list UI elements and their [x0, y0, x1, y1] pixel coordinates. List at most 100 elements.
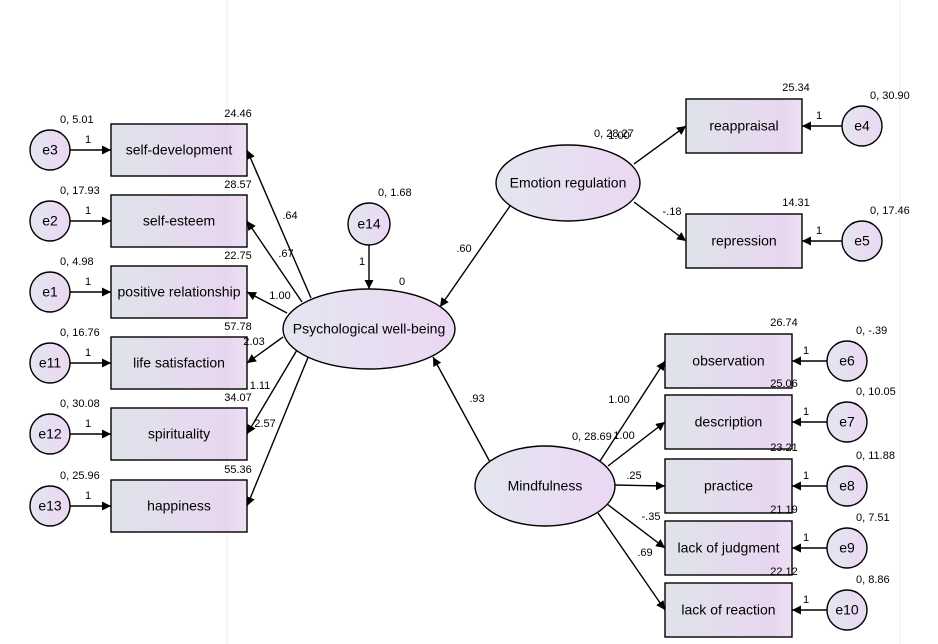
indicator-observation-label: observation: [692, 353, 764, 369]
path-pwb-to-positive-relationship: [246, 291, 288, 314]
indicator-repression-label: repression: [711, 233, 776, 249]
e2-path-weight: 1: [85, 205, 91, 217]
path-mf-to-pwb: [432, 356, 491, 463]
latent-mindfulness-label: Mindfulness: [508, 478, 583, 494]
error-e5-label: e5: [854, 233, 870, 249]
self-development-intercept: 24.46: [224, 108, 252, 120]
e13-variance: 0, 25.96: [60, 470, 100, 482]
indicator-practice-label: practice: [704, 478, 753, 494]
latent-emotion-regulation: [495, 144, 641, 222]
path-pwb-to-life-satisfaction: [246, 336, 284, 364]
indicator-positive-relationship: [110, 265, 248, 319]
error-e14: [347, 202, 391, 246]
e3-path-weight: 1: [85, 134, 91, 146]
error-e4-label: e4: [854, 118, 870, 134]
description-loading: 1.00: [613, 430, 634, 442]
indicator-description: [664, 394, 793, 450]
path-pwb-to-spirituality: [246, 349, 298, 435]
error-e2-label: e2: [42, 213, 58, 229]
e5-variance: 0, 17.46: [870, 205, 910, 217]
indicator-life-satisfaction-label: life satisfaction: [133, 355, 225, 371]
path-pwb-to-self-development: [246, 149, 312, 299]
latent-mindfulness: [474, 445, 616, 527]
path-mf-to-lack-of-reaction: [597, 512, 666, 611]
observation-loading: 1.00: [608, 394, 629, 406]
error-e6-label: e6: [839, 353, 855, 369]
self-esteem-loading: .67: [278, 248, 293, 260]
e8-path-weight: 1: [803, 470, 809, 482]
error-e13: [29, 485, 71, 527]
path-mf-to-observation: [599, 360, 666, 462]
indicator-happiness-label: happiness: [147, 498, 211, 514]
lack-of-reaction-loading: .69: [637, 547, 652, 559]
diagram-shapes: [29, 98, 883, 638]
path-pwb-to-happiness: [246, 354, 310, 507]
path-mf-to-practice: [613, 481, 666, 491]
e6-path-weight: 1: [803, 345, 809, 357]
error-e9: [826, 527, 868, 569]
indicator-lack-of-reaction-label: lack of reaction: [681, 602, 775, 618]
indicator-reappraisal: [685, 98, 803, 154]
e3-variance: 0, 5.01: [60, 114, 94, 126]
description-intercept: 25.06: [770, 378, 798, 390]
repression-loading: -.18: [663, 206, 682, 218]
spirituality-loading: 1.11: [250, 380, 271, 392]
e4-path-weight: 1: [816, 110, 822, 122]
error-e3-label: e3: [42, 142, 58, 158]
mf-variance: 0, 28.69: [572, 431, 612, 443]
e1-path-weight: 1: [85, 276, 91, 288]
latent-psychological-well-being-label: Psychological well-being: [293, 321, 446, 337]
e7-path-weight: 1: [803, 406, 809, 418]
path-mf-to-description: [607, 421, 666, 467]
self-esteem-intercept: 28.57: [224, 179, 252, 191]
indicator-self-esteem-label: self-esteem: [143, 213, 215, 229]
indicator-self-development-label: self-development: [126, 142, 233, 158]
reappraisal-intercept: 25.34: [782, 82, 810, 94]
path-er-to-repression: [633, 201, 687, 242]
error-e4: [841, 105, 883, 147]
latent-emotion-regulation-label: Emotion regulation: [510, 175, 627, 191]
e6-variance: 0, -.39: [856, 325, 887, 337]
error-e8: [826, 465, 868, 507]
positive-relationship-loading: 1.00: [269, 290, 290, 302]
indicator-spirituality-label: spirituality: [148, 426, 210, 442]
positive-relationship-intercept: 22.75: [224, 250, 252, 262]
indicator-reappraisal-label: reappraisal: [709, 118, 778, 134]
error-e9-label: e9: [839, 540, 855, 556]
repression-intercept: 14.31: [782, 197, 810, 209]
lack-of-judgment-loading: -.35: [642, 511, 661, 523]
e12-variance: 0, 30.08: [60, 398, 100, 410]
e7-variance: 0, 10.05: [856, 386, 896, 398]
indicator-life-satisfaction: [110, 336, 248, 390]
e10-variance: 0, 8.86: [856, 574, 890, 586]
error-e10: [826, 589, 868, 631]
path-mf-to-lack-of-judgment: [606, 503, 666, 549]
happiness-intercept: 55.36: [224, 464, 252, 476]
error-e10-label: e10: [835, 602, 859, 618]
er-to-pwb-coefficient: .60: [456, 243, 471, 255]
self-development-loading: .64: [282, 210, 297, 222]
e13-path-weight: 1: [85, 490, 91, 502]
latent-psychological-well-being: [282, 288, 456, 370]
error-e11-label: e11: [39, 355, 62, 371]
error-e8-label: e8: [839, 478, 855, 494]
path-er-to-pwb: [439, 205, 511, 308]
indicator-repression: [685, 213, 803, 269]
error-e7-label: e7: [839, 414, 855, 430]
diagram-edges: [70, 121, 842, 615]
e10-path-weight: 1: [803, 594, 809, 606]
e5-path-weight: 1: [816, 225, 822, 237]
e8-variance: 0, 11.88: [856, 450, 895, 462]
error-e7: [826, 401, 868, 443]
e9-path-weight: 1: [803, 532, 809, 544]
indicator-lack-of-reaction: [664, 582, 793, 638]
error-e12-label: e12: [38, 426, 62, 442]
er-variance: 0, 28.27: [594, 128, 634, 140]
error-e2: [29, 200, 71, 242]
e14-variance: 0, 1.68: [378, 187, 412, 199]
indicator-lack-of-judgment: [664, 520, 793, 576]
e14-path-weight: 1: [359, 256, 365, 268]
indicator-self-development: [110, 123, 248, 177]
